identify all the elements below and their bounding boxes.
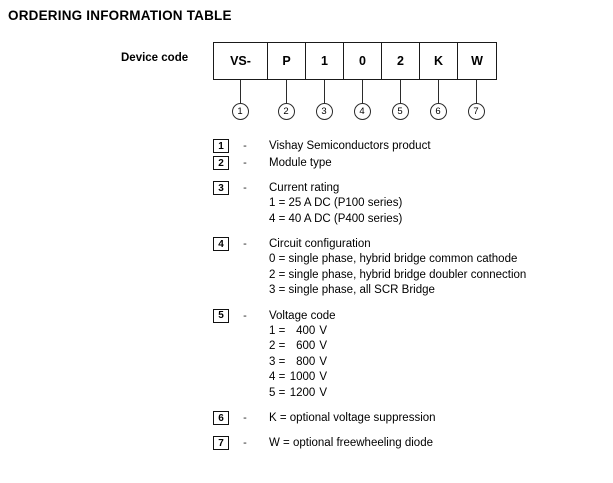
legend-dash: - — [243, 140, 247, 152]
ordering-legend-list: 1 - Vishay Semiconductors product 2 - Module … — [213, 138, 613, 452]
voltage-code-key-1: 1 = — [269, 324, 286, 337]
leader-line-6 — [437, 80, 439, 104]
legend-subitem-3-1: 1 = 25 A DC (P100 series) — [269, 197, 403, 209]
voltage-code-key-4: 4 = — [269, 371, 286, 383]
callout-circle-3: 3 — [315, 103, 333, 120]
legend-subitem-3-2: 4 = 40 A DC (P400 series) — [269, 212, 403, 225]
legend-body-4: Circuit configuration 0 = single phase, h… — [261, 236, 613, 299]
legend-subitem-4-2: 2 = single phase, hybrid bridge doubler … — [269, 268, 527, 281]
legend-dash: - — [243, 182, 247, 194]
legend-dash: - — [243, 309, 247, 322]
legend-marker-box-1: 1 — [213, 139, 229, 153]
callout-circle-4: 4 — [353, 103, 371, 120]
legend-title-1: Vishay Semiconductors product — [269, 140, 431, 152]
legend-item-3: 3 - Current rating 1 = 25 A DC (P100 series… — [213, 180, 613, 227]
legend-sublist-3: 1 = 25 A DC (P100 series) 4 = 40 A DC (P4… — [269, 196, 613, 227]
callout-circle-7: 7 — [467, 103, 485, 120]
legend-marker-box-2: 2 — [213, 156, 229, 170]
legend-item-2: 2 - Module type — [213, 155, 613, 171]
legend-marker-box-6: 6 — [213, 411, 229, 425]
legend-dash: - — [243, 157, 247, 169]
legend-title-5: Voltage code — [269, 309, 336, 322]
voltage-code-unit-1: V — [319, 324, 327, 337]
leader-line-1 — [239, 80, 241, 104]
legend-subitem-4-1: 0 = single phase, hybrid bridge common c… — [269, 253, 518, 265]
callout-circle-6: 6 — [429, 103, 447, 120]
voltage-code-value-5: 1200 — [289, 386, 316, 399]
device-code-cell-4: 0 — [344, 43, 382, 79]
callout-circle-2: 2 — [277, 103, 295, 120]
callout-markers: 1 2 3 4 5 6 7 — [0, 40, 613, 135]
legend-marker-box-3: 3 — [213, 181, 229, 195]
device-code-label: Device code — [121, 52, 189, 64]
legend-item-6: 6 - K = optional voltage suppression — [213, 410, 613, 426]
device-code-cell-2: P — [268, 43, 306, 79]
legend-title-7: W = optional freewheeling diode — [269, 437, 433, 449]
voltage-code-key-3: 3 = — [269, 355, 286, 368]
leader-line-4 — [361, 80, 363, 104]
device-code-cell-5: 2 — [382, 43, 420, 79]
voltage-code-key-2: 2 = — [269, 340, 286, 352]
legend-body-6: K = optional voltage suppression — [261, 410, 613, 426]
legend-marker-box-4: 4 — [213, 237, 229, 251]
legend-body-2: Module type — [261, 155, 613, 171]
voltage-code-value-1: 400 — [296, 324, 316, 337]
legend-dash: - — [243, 238, 247, 250]
device-code-cell-1: VS- — [214, 43, 268, 79]
voltage-code-unit-2: V — [319, 340, 327, 352]
device-code-cell-3: 1 — [306, 43, 344, 79]
legend-title-6: K = optional voltage suppression — [269, 412, 436, 424]
callout-circle-5: 5 — [391, 103, 409, 120]
voltage-code-unit-5: V — [319, 386, 327, 399]
legend-dash: - — [243, 437, 247, 449]
legend-marker-box-5: 5 — [213, 308, 229, 323]
voltage-code-unit-4: V — [319, 371, 327, 383]
leader-line-7 — [475, 80, 477, 104]
legend-body-1: Vishay Semiconductors product — [261, 138, 613, 154]
voltage-code-unit-3: V — [319, 355, 327, 368]
voltage-code-value-3: 800 — [296, 355, 316, 368]
legend-sublist-4: 0 = single phase, hybrid bridge common c… — [269, 252, 613, 299]
leader-line-5 — [399, 80, 401, 104]
voltage-code-key-5: 5 = — [269, 386, 286, 399]
device-code-cell-6: K — [420, 43, 458, 79]
legend-body-3: Current rating 1 = 25 A DC (P100 series) 4… — [261, 180, 613, 227]
voltage-code-value-2: 600 — [296, 340, 316, 352]
legend-title-3: Current rating — [269, 182, 340, 194]
legend-title-2: Module type — [269, 157, 332, 169]
legend-title-4: Circuit configuration — [269, 238, 371, 250]
legend-item-4: 4 - Circuit configuration 0 = single phase,… — [213, 236, 613, 299]
leader-line-3 — [323, 80, 325, 104]
legend-item-1: 1 - Vishay Semiconductors product — [213, 138, 613, 154]
device-code-cell-7: W — [471, 54, 483, 68]
legend-subitem-4-3: 3 = single phase, all SCR Bridge — [269, 284, 435, 296]
callout-circle-1: 1 — [231, 103, 249, 120]
page-title: ORDERING INFORMATION TABLE — [8, 8, 232, 23]
legend-marker-box-7: 7 — [213, 436, 229, 450]
leader-line-2 — [285, 80, 287, 104]
voltage-code-value-4: 1000 — [289, 371, 316, 383]
legend-item-7: 7 - W = optional freewheeling diode — [213, 435, 613, 451]
legend-body-7: W = optional freewheeling diode — [261, 435, 613, 451]
legend-dash: - — [243, 412, 247, 424]
